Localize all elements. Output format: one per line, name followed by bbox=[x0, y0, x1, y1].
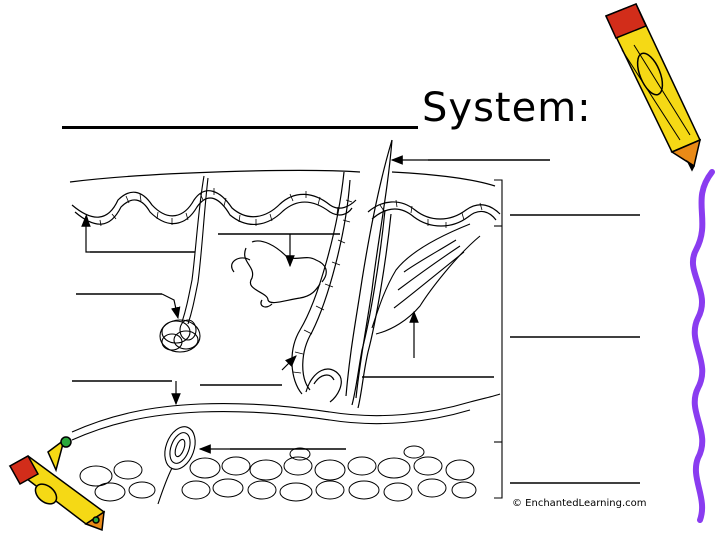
hypodermis-boundary bbox=[71, 393, 501, 505]
arrector-pili-muscle bbox=[371, 223, 481, 335]
page-title: System: bbox=[422, 85, 592, 131]
adipose-tissue bbox=[79, 445, 477, 502]
layer-bracket bbox=[494, 179, 503, 499]
sweat-gland bbox=[159, 175, 209, 353]
sebaceous-gland bbox=[231, 240, 327, 308]
pencil-icon bbox=[604, 3, 702, 172]
title-answer-blank bbox=[62, 126, 418, 129]
label-blanks bbox=[72, 159, 640, 484]
epidermis-layer bbox=[69, 169, 501, 228]
pointer-arrows bbox=[81, 155, 428, 454]
squiggle-decoration bbox=[689, 169, 715, 523]
hair-follicle bbox=[291, 139, 393, 409]
credit-text: © EnchantedLearning.com bbox=[512, 498, 647, 509]
pencil-icon bbox=[8, 436, 106, 532]
